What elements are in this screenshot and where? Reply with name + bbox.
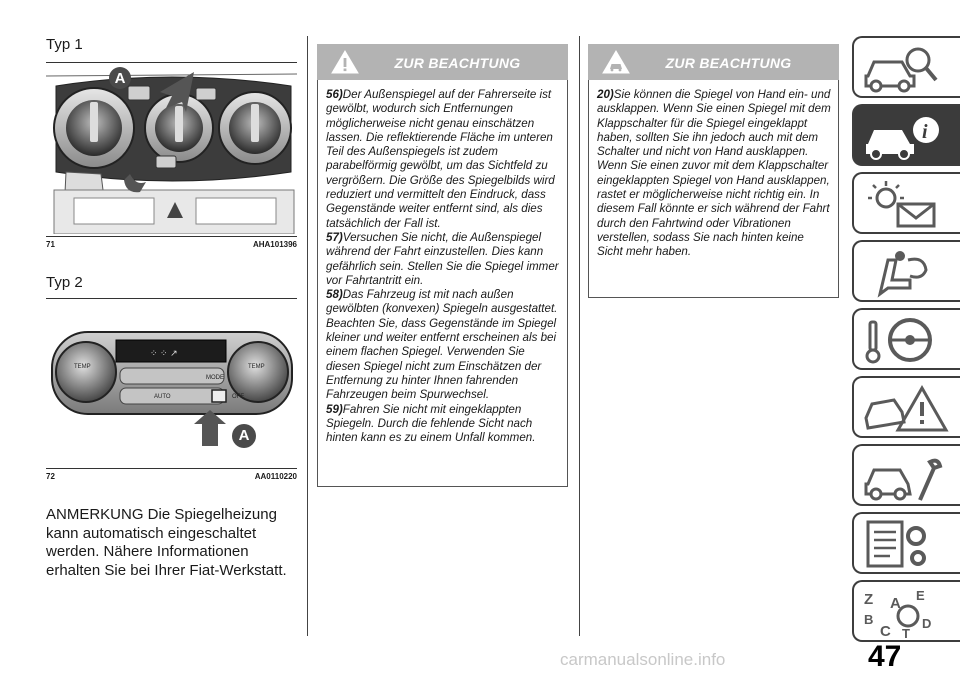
svg-text:i: i xyxy=(922,121,928,143)
chapter-tab-emergency[interactable] xyxy=(852,376,960,438)
off-label: OFF xyxy=(232,394,244,400)
warning-box-middle: ZUR BEACHTUNG 56)Der Außenspiegel auf de… xyxy=(317,44,568,487)
climate-control-type2-illustration: ⁘ ⁘ ↗ xyxy=(51,331,293,448)
anmerkung-note: ANMERKUNG Die Spiegelheizung kann automa… xyxy=(46,506,287,579)
list-gear-icon xyxy=(866,520,926,568)
figure-71-code: AHA101396 xyxy=(252,240,297,249)
svg-text:A: A xyxy=(890,595,901,612)
warning-header-middle: ZUR BEACHTUNG xyxy=(317,44,568,80)
warning-text: Sie können die Spiegel von Hand ein- und… xyxy=(597,88,831,259)
typ2-heading: Typ 2 xyxy=(46,274,83,291)
warning-text: Fahren Sie nicht mit eingeklappten Spieg… xyxy=(326,402,536,445)
svg-text:C: C xyxy=(880,623,891,640)
chapter-tab-dashboard[interactable] xyxy=(852,36,960,98)
svg-text:T: T xyxy=(902,626,910,640)
warning-ref: 58) xyxy=(326,288,343,302)
warning-ref: 57) xyxy=(326,230,343,244)
warning-text: Das Fahrzeug ist mit nach außen gewölbte… xyxy=(326,288,558,402)
figure-72-rule xyxy=(46,468,297,469)
chapter-tab-warning-lights[interactable] xyxy=(852,172,960,234)
car-search-icon xyxy=(864,47,938,93)
key-steering-wheel-icon xyxy=(865,318,932,364)
seat-airbag-icon xyxy=(877,251,928,298)
warning-body-right: 20)Sie können die Spiegel von Hand ein- … xyxy=(589,80,838,268)
warning-title-middle: ZUR BEACHTUNG xyxy=(394,55,521,71)
warning-box-right: ZUR BEACHTUNG 20)Sie können die Spiegel … xyxy=(588,44,839,298)
warning-item: 59)Fahren Sie nicht mit eingeklappten Sp… xyxy=(326,403,560,446)
figure-72-callout: A xyxy=(238,427,250,444)
warning-title-right: ZUR BEACHTUNG xyxy=(665,55,792,71)
svg-text:D: D xyxy=(922,616,931,631)
chapter-tab-index[interactable]: Z E A B C D T xyxy=(852,580,960,642)
column-divider-right xyxy=(579,36,580,636)
temp-right-label: TEMP xyxy=(248,364,265,370)
alphabet-index-icon: Z E A B C D T xyxy=(864,588,931,640)
warning-ref: 20) xyxy=(597,88,614,101)
column-divider-left xyxy=(307,36,308,636)
warning-item: 20)Sie können die Spiegel von Hand ein- … xyxy=(597,88,831,260)
chapter-tab-maintenance[interactable] xyxy=(852,444,960,506)
chapter-tab-safety[interactable] xyxy=(852,240,960,302)
warning-ref: 56) xyxy=(326,88,343,101)
warning-ref: 59) xyxy=(326,402,343,416)
warning-item: 56)Der Außenspiegel auf der Fahrerseite … xyxy=(326,88,560,231)
svg-text:B: B xyxy=(864,612,873,627)
figure-71-callout: A xyxy=(114,70,126,87)
figure-72-code: AA0110220 xyxy=(254,472,297,481)
chapter-tab-starting-driving[interactable] xyxy=(852,308,960,370)
car-warning-triangle-icon xyxy=(602,50,630,74)
warning-body-middle: 56)Der Außenspiegel auf der Fahrerseite … xyxy=(318,80,567,453)
typ2-rule xyxy=(46,298,297,299)
figure-72-climate-panel: ⁘ ⁘ ↗ TEMP TEMP MODE AUTO OFF A xyxy=(46,314,297,460)
auto-label: AUTO xyxy=(154,394,171,400)
warning-item: 58)Das Fahrzeug ist mit nach außen gewöl… xyxy=(326,288,560,402)
warning-triangle-icon xyxy=(331,50,359,74)
temp-left-label: TEMP xyxy=(74,364,91,370)
car-wrench-icon xyxy=(864,458,943,501)
warning-header-right: ZUR BEACHTUNG xyxy=(588,44,839,80)
warning-text: Versuchen Sie nicht, die Außenspiegel wä… xyxy=(326,230,559,287)
figure-71-number: 71 xyxy=(46,240,55,249)
figure-71-rule xyxy=(46,236,297,237)
page-number: 47 xyxy=(868,640,902,673)
car-info-icon: i xyxy=(866,117,939,160)
climate-control-type1-illustration xyxy=(46,67,297,234)
svg-text:E: E xyxy=(916,588,925,603)
typ1-rule xyxy=(46,62,297,63)
warning-light-message-icon xyxy=(868,181,936,228)
warning-item: 57)Versuchen Sie nicht, die Außenspiegel… xyxy=(326,231,560,288)
car-crash-warning-icon xyxy=(864,384,949,432)
figure-72-number: 72 xyxy=(46,472,55,481)
warning-text: Der Außenspiegel auf der Fahrerseite ist… xyxy=(326,88,555,230)
mode-label: MODE xyxy=(206,375,224,381)
typ1-heading: Typ 1 xyxy=(46,36,83,53)
svg-text:⁘ ⁘ ↗: ⁘ ⁘ ↗ xyxy=(150,348,178,358)
watermark-text: carmanualsonline.info xyxy=(560,650,726,669)
svg-text:Z: Z xyxy=(864,591,873,608)
figure-72-caption: 72 AA0110220 xyxy=(46,472,297,484)
figure-71-caption: 71 AHA101396 xyxy=(46,240,297,252)
chapter-tab-technical-data[interactable] xyxy=(852,512,960,574)
chapter-tab-info[interactable]: i xyxy=(852,104,960,166)
figure-71-climate-panel: A xyxy=(46,64,297,234)
